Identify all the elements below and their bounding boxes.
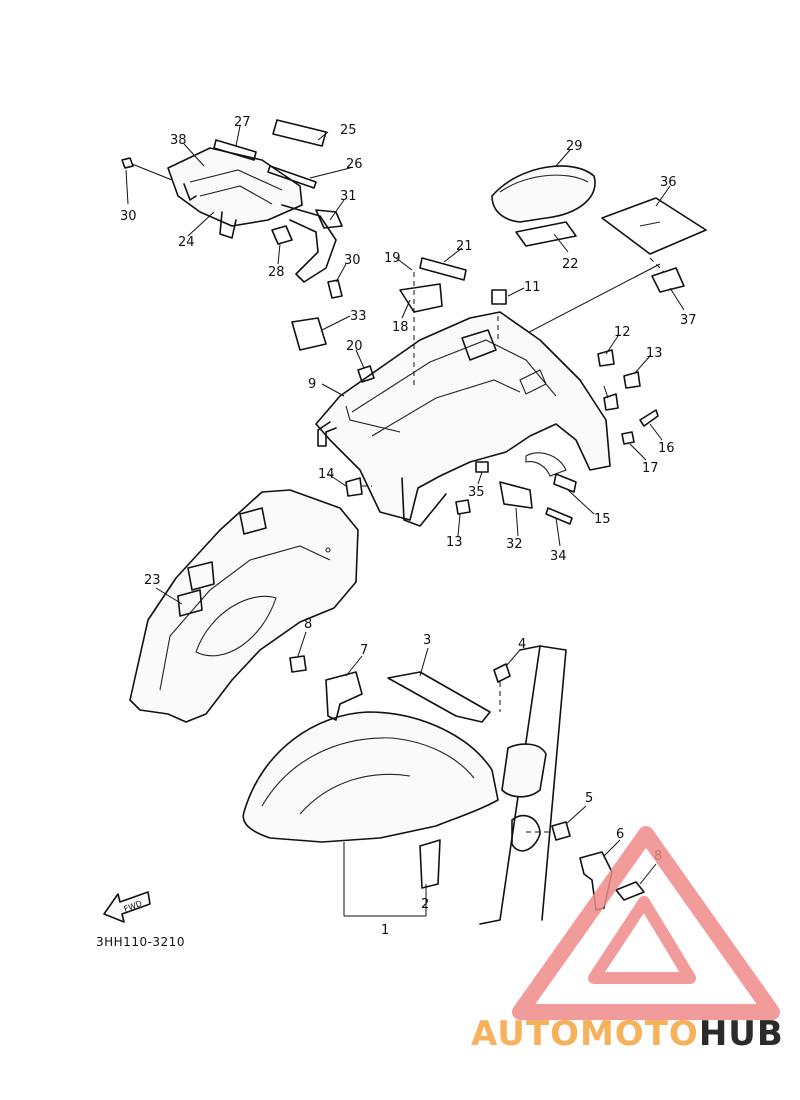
- fwd-arrow-icon: FWD: [103, 891, 151, 923]
- callout-28: 28: [268, 265, 285, 280]
- callout-34: 34: [550, 549, 567, 564]
- callout-13a: 13: [646, 346, 663, 361]
- triangle-logo-icon: [512, 826, 780, 1020]
- callout-37: 37: [680, 313, 697, 328]
- callout-9: 9: [308, 377, 316, 392]
- callout-5: 5: [585, 791, 593, 806]
- callout-36: 36: [660, 175, 677, 190]
- rear-fender-assembly: [291, 257, 659, 527]
- callout-19: 19: [384, 251, 401, 266]
- callout-18: 18: [392, 320, 409, 335]
- callout-29: 29: [566, 139, 583, 154]
- callout-3: 3: [423, 633, 431, 648]
- brand-watermark: AUTOMOTOHUB: [471, 1014, 784, 1054]
- callout-13b: 13: [446, 535, 463, 550]
- callout-21: 21: [456, 239, 473, 254]
- callout-31: 31: [340, 189, 357, 204]
- callout-2: 2: [421, 897, 429, 912]
- brand-text-part-1: AUTOMOTO: [471, 1014, 699, 1054]
- callout-12: 12: [614, 325, 631, 340]
- callout-38: 38: [170, 133, 187, 148]
- callout-30a: 30: [120, 209, 137, 224]
- callout-14: 14: [318, 467, 335, 482]
- callout-15: 15: [594, 512, 611, 527]
- callout-4: 4: [518, 637, 526, 652]
- callout-22: 22: [562, 257, 579, 272]
- callout-7: 7: [360, 643, 368, 658]
- front-fender-assembly: [242, 645, 645, 925]
- callout-6: 6: [616, 827, 624, 842]
- callout-30b: 30: [344, 253, 361, 268]
- callout-11: 11: [524, 280, 541, 295]
- callout-20: 20: [346, 339, 363, 354]
- callout-23: 23: [144, 573, 161, 588]
- callout-25: 25: [340, 123, 357, 138]
- callout-8a: 8: [304, 617, 312, 632]
- callout-1: 1: [381, 923, 389, 938]
- seat-pads: [459, 165, 707, 369]
- callout-33: 33: [350, 309, 367, 324]
- mud-flap-23: [129, 489, 359, 723]
- callout-35: 35: [468, 485, 485, 500]
- brand-text-part-2: HUB: [698, 1014, 784, 1054]
- callout-24: 24: [178, 235, 195, 250]
- callout-26: 26: [346, 157, 363, 172]
- callout-16: 16: [658, 441, 675, 456]
- callout-17: 17: [642, 461, 659, 476]
- callout-27: 27: [234, 115, 251, 130]
- rear-cowl-assembly: [121, 119, 343, 299]
- callout-labels: 1 2 3 4 5 6 7 8 8 9 11 12 13 13 14 15 16…: [120, 115, 697, 938]
- diagram-code: 3HH110-3210: [96, 935, 185, 949]
- callout-32: 32: [506, 537, 523, 552]
- callout-leaders: [125, 125, 685, 885]
